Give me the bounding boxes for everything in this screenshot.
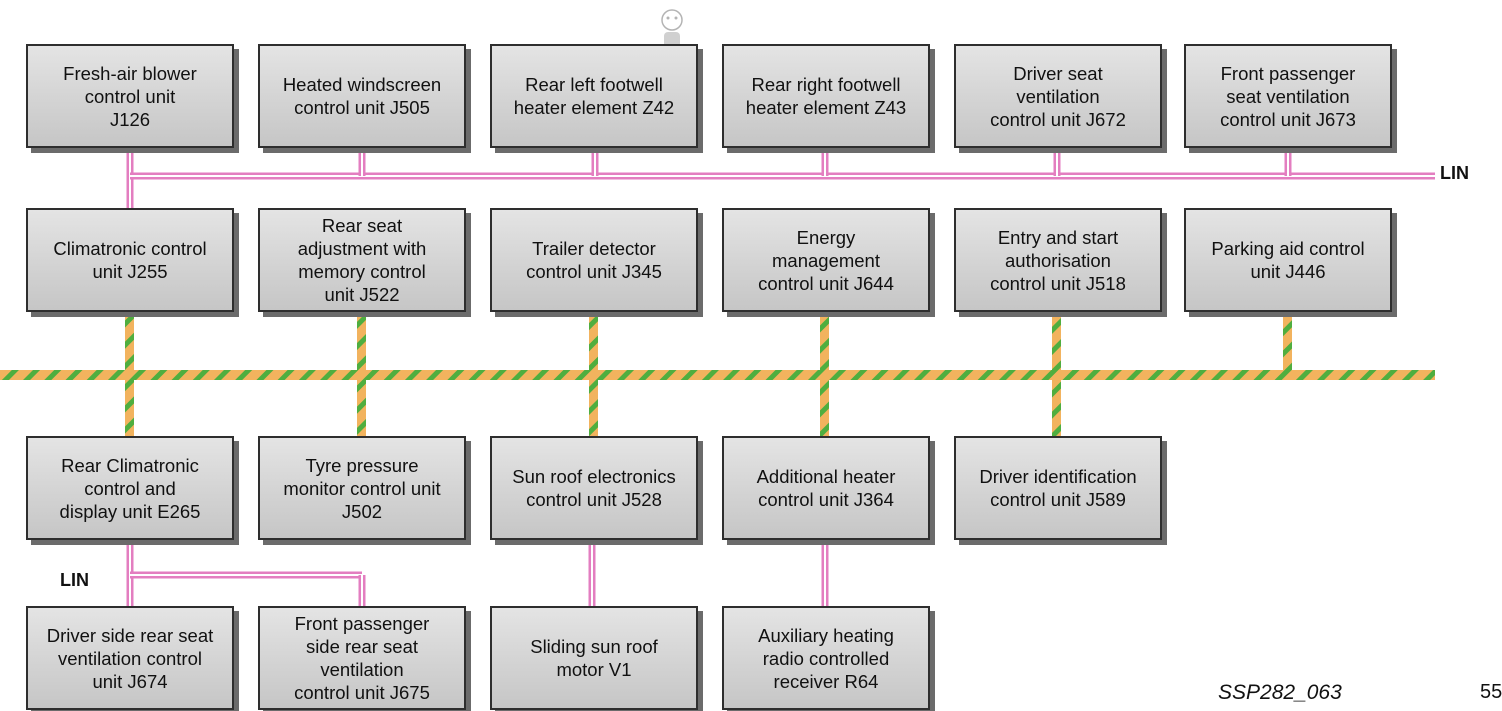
figure-id: SSP282_063 bbox=[1218, 681, 1342, 704]
unit-driver-identification-j589: Driver identification control unit J589 bbox=[954, 436, 1162, 540]
unit-sun-roof-electronics-j528: Sun roof electronics control unit J528 bbox=[490, 436, 698, 540]
unit-rear-left-footwell-z42: Rear left footwell heater element Z42 bbox=[490, 44, 698, 148]
unit-driver-side-rear-seat-ventilation-j674: Driver side rear seat ventilation contro… bbox=[26, 606, 234, 710]
unit-trailer-detector-j345: Trailer detector control unit J345 bbox=[490, 208, 698, 312]
lin-bus-bottom bbox=[126, 540, 366, 610]
lin-bus-top-label: LIN bbox=[1440, 163, 1469, 183]
unit-front-passenger-side-rear-seat-ventilation-j675: Front passenger side rear seat ventilati… bbox=[258, 606, 466, 710]
unit-tyre-pressure-monitor-j502: Tyre pressure monitor control unit J502 bbox=[258, 436, 466, 540]
lin-bus-bottom-label: LIN bbox=[60, 570, 89, 590]
unit-additional-heater-j364: Additional heater control unit J364 bbox=[722, 436, 930, 540]
unit-sliding-sun-roof-motor-v1: Sliding sun roof motor V1 bbox=[490, 606, 698, 710]
unit-climatronic-j255: Climatronic control unit J255 bbox=[26, 208, 234, 312]
unit-auxiliary-heating-receiver-r64: Auxiliary heating radio controlled recei… bbox=[722, 606, 930, 710]
page-number: 55 bbox=[1480, 681, 1502, 703]
unit-rear-climatronic-e265: Rear Climatronic control and display uni… bbox=[26, 436, 234, 540]
lin-bus-top bbox=[126, 150, 1435, 210]
unit-driver-seat-ventilation-j672: Driver seat ventilation control unit J67… bbox=[954, 44, 1162, 148]
unit-fresh-air-blower-j126: Fresh-air blower control unit J126 bbox=[26, 44, 234, 148]
unit-rear-right-footwell-z43: Rear right footwell heater element Z43 bbox=[722, 44, 930, 148]
unit-parking-aid-j446: Parking aid control unit J446 bbox=[1184, 208, 1392, 312]
can-bus bbox=[0, 310, 1435, 438]
unit-energy-management-j644: Energy management control unit J644 bbox=[722, 208, 930, 312]
unit-front-passenger-seat-ventilation-j673: Front passenger seat ventilation control… bbox=[1184, 44, 1392, 148]
unit-rear-seat-memory-j522: Rear seat adjustment with memory control… bbox=[258, 208, 466, 312]
unit-entry-start-authorisation-j518: Entry and start authorisation control un… bbox=[954, 208, 1162, 312]
unit-heated-windscreen-j505: Heated windscreen control unit J505 bbox=[258, 44, 466, 148]
direct-links bbox=[588, 540, 829, 610]
